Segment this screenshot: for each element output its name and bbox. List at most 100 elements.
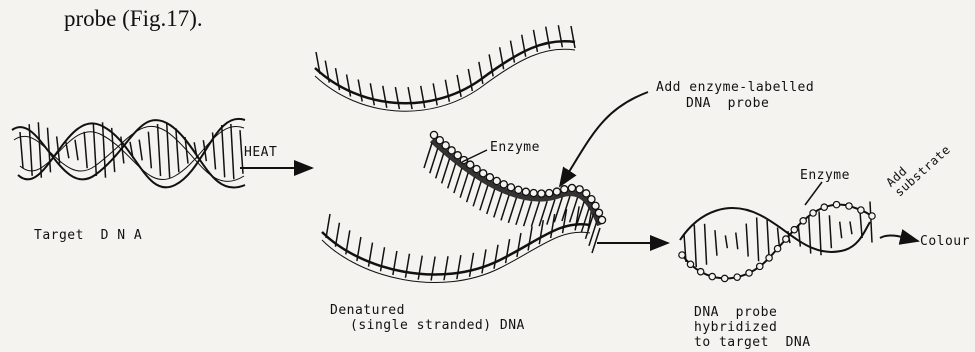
base-bar — [358, 80, 362, 102]
probe-base-bar — [480, 185, 488, 210]
base-bar — [326, 214, 330, 238]
base-bar — [383, 86, 387, 108]
enzyme-bead — [546, 190, 553, 197]
base-bar — [421, 86, 425, 108]
base-bar — [408, 87, 412, 109]
enzyme-bead — [500, 181, 507, 188]
probe-base-bar — [467, 177, 475, 202]
enzyme-bead — [515, 186, 522, 193]
enzyme-bead — [576, 186, 583, 193]
base-pair-bar — [194, 142, 197, 158]
probe-base-bar — [460, 173, 468, 198]
enzyme-bead — [800, 218, 806, 224]
enzyme-bead — [679, 252, 685, 258]
base-bar — [571, 26, 575, 48]
base-bar — [506, 239, 510, 263]
enzyme-bead — [480, 170, 487, 177]
add-probe-label-1: Add enzyme-labelled — [656, 80, 814, 95]
base-pair-bar — [148, 132, 151, 169]
base-bar — [558, 25, 562, 47]
enzyme-bead — [598, 216, 605, 223]
base-bar — [433, 83, 437, 105]
hybrid-base-bar — [715, 230, 717, 255]
add-probe-arrow — [560, 92, 648, 186]
base-pair-bar — [84, 132, 87, 168]
enzyme-bead — [858, 207, 864, 213]
target-dna-helix — [12, 119, 245, 188]
base-pair-bar — [222, 125, 225, 177]
base-bar — [347, 74, 351, 96]
base-bar — [431, 256, 435, 280]
enzyme-bead — [493, 177, 500, 184]
probe-base-bar — [531, 202, 539, 227]
enzyme-label: Enzyme — [490, 140, 540, 155]
enzyme-bead — [595, 209, 602, 216]
hybrid-base-bar — [870, 201, 872, 242]
enzyme-bead — [766, 255, 772, 261]
enzyme-bead — [568, 184, 575, 191]
hybrid-base-bar — [746, 224, 748, 257]
probe-base-bar — [442, 158, 450, 183]
enzyme-bead — [869, 213, 875, 219]
probe-base-bar — [508, 198, 516, 223]
base-bar — [533, 30, 537, 52]
base-pair-bar — [231, 124, 234, 179]
enzyme-bead — [530, 189, 537, 196]
enzyme-bead — [561, 186, 568, 193]
substrate-arrow — [880, 235, 918, 241]
add-probe-label-2: DNA probe — [686, 96, 769, 111]
hybrid-label-2: hybridized — [694, 320, 777, 335]
base-bar — [445, 80, 449, 102]
colour-label: Colour — [920, 234, 970, 249]
base-bar — [457, 255, 461, 279]
enzyme-bead — [448, 147, 455, 154]
enzyme-bead — [757, 263, 763, 269]
probe-base-bar — [516, 200, 524, 225]
base-bar — [528, 227, 532, 251]
base-bar — [418, 256, 422, 280]
probe-base-bar — [554, 197, 562, 222]
enzyme-bead — [473, 165, 480, 172]
hybrid-base-bar — [809, 216, 811, 253]
base-bar — [335, 223, 339, 247]
hybrid-base-bar — [819, 211, 821, 255]
enzyme-bead — [467, 161, 474, 168]
hybrid-label-3: to target DNA — [694, 335, 811, 350]
enzyme-bead — [442, 142, 449, 149]
base-bar — [395, 87, 399, 109]
hybrid-base-bar — [725, 235, 727, 248]
probe-base-bar — [430, 148, 438, 173]
hybrid-base-bar — [829, 215, 831, 248]
denatured-label-1: Denatured — [330, 303, 405, 318]
enzyme-bead — [846, 203, 852, 209]
enzyme-label-right: Enzyme — [800, 168, 850, 183]
base-pair-bar — [176, 128, 179, 172]
enzyme-bead — [486, 174, 493, 181]
hybrid-base-bar — [840, 222, 842, 239]
base-bar — [336, 68, 340, 90]
single-strand-bottom — [322, 206, 592, 282]
hybrid-base-bar — [850, 221, 852, 234]
probe-base-bar — [524, 201, 532, 226]
enzyme-bead — [436, 137, 443, 144]
hybrid-base-bar — [757, 217, 759, 261]
enzyme-bead — [774, 245, 780, 251]
probe-base-bar — [494, 192, 502, 217]
enzyme-bead — [522, 188, 529, 195]
enzyme-bead — [821, 204, 827, 210]
target-dna-label: Target D N A — [34, 228, 142, 243]
enzyme-bead — [833, 201, 839, 207]
base-pair-bar — [158, 124, 161, 176]
probe-base-bar — [454, 168, 462, 193]
heat-label: HEAT — [244, 145, 277, 160]
base-bar — [405, 254, 409, 278]
enzyme-bead — [697, 269, 703, 275]
base-bar — [444, 256, 448, 280]
enzyme-bead — [791, 227, 797, 233]
hybrid-base-bar — [736, 233, 738, 250]
base-pair-bar — [20, 132, 23, 168]
enzyme-pointer — [462, 150, 487, 162]
base-pair-bar — [139, 140, 142, 161]
denatured-label-2: (single stranded) DNA — [350, 318, 525, 333]
enzyme-bead — [592, 202, 599, 209]
